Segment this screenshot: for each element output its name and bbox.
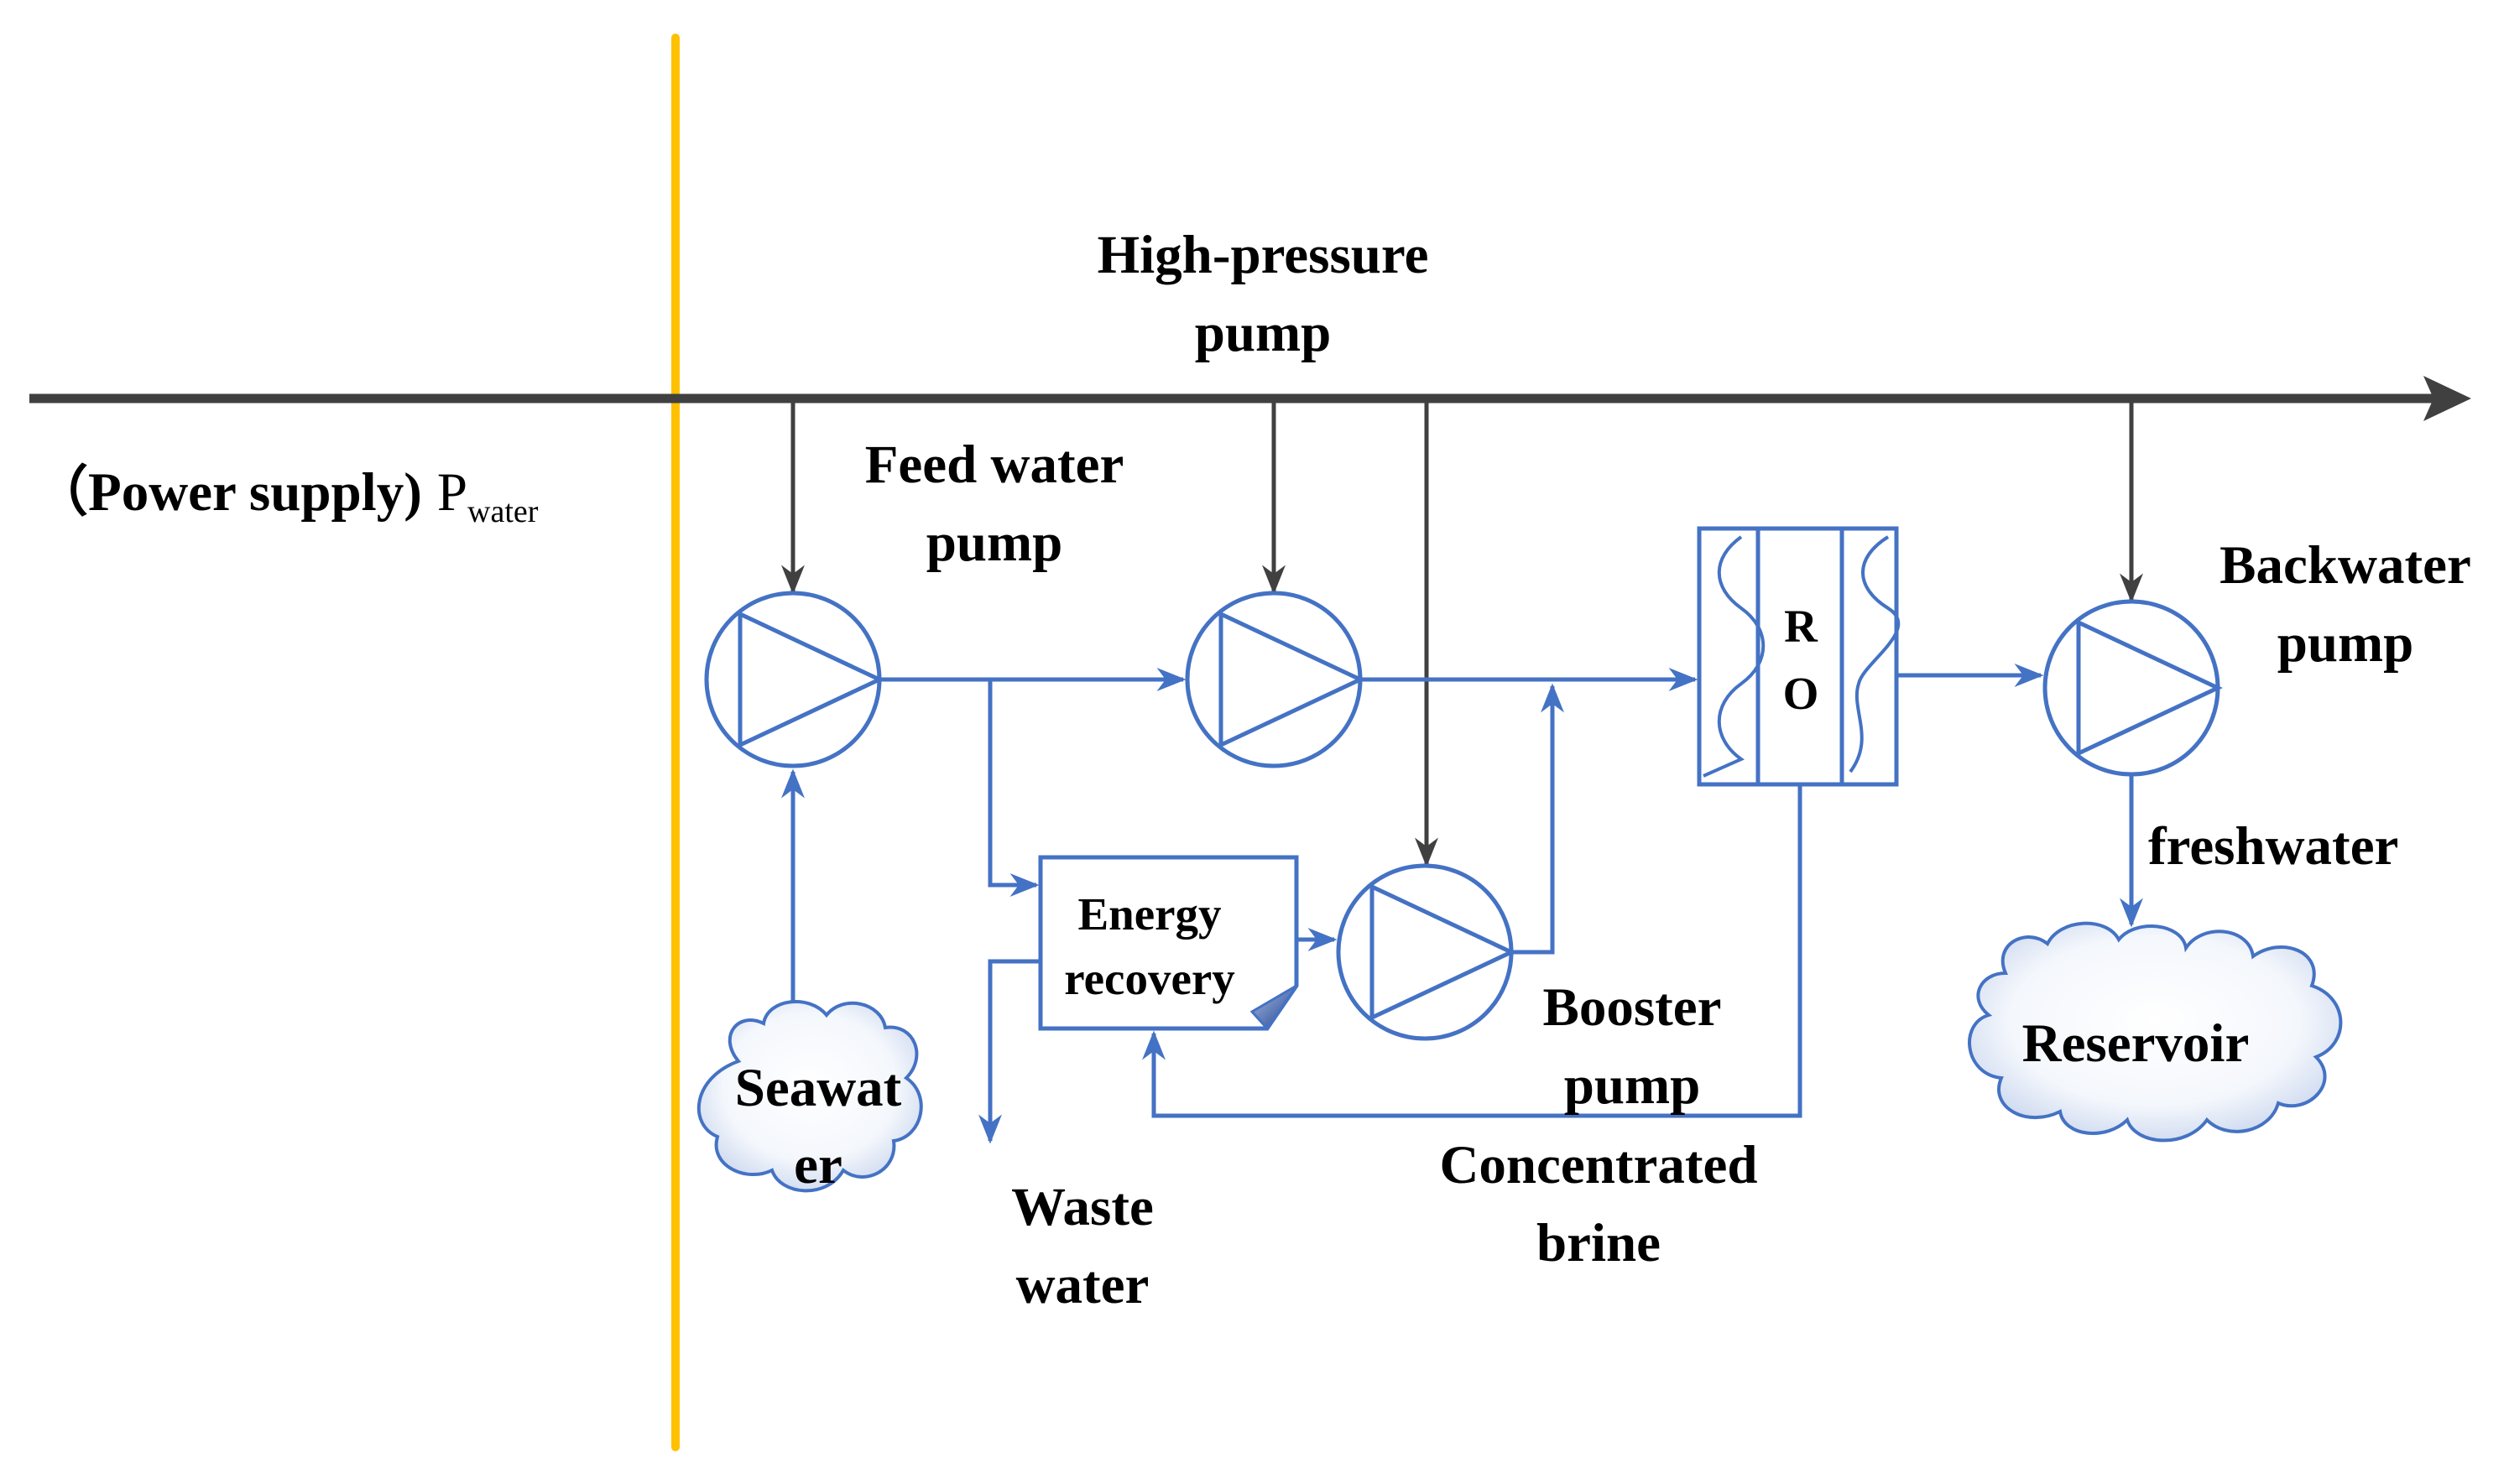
- seawater-label-line2: er: [794, 1135, 842, 1195]
- ro-label-line1: R: [1784, 601, 1818, 652]
- page-fold-icon: [1249, 984, 1298, 1031]
- feed-water-label-line1: Feed water: [865, 435, 1124, 495]
- backwater-label-line2: pump: [2277, 613, 2414, 674]
- seawater-cloud: [696, 1000, 923, 1193]
- waste-water-label-line2: water: [1016, 1255, 1150, 1315]
- energy-recovery-unit: [1038, 855, 1299, 1031]
- freshwater-label: freshwater: [2148, 816, 2398, 877]
- reservoir-label: Reservoir: [2022, 1013, 2250, 1074]
- ro-membrane: [1697, 526, 1901, 787]
- concentrated-brine-label-line2: brine: [1536, 1213, 1661, 1273]
- high-pressure-pump: [1185, 591, 1365, 768]
- backwater-pump: [2042, 599, 2223, 777]
- power-line-arrowhead: [2423, 376, 2471, 421]
- feed-water-pump: [704, 591, 884, 768]
- waste-water-label-line1: Waste: [1011, 1177, 1154, 1237]
- feed-water-label-line2: pump: [926, 513, 1063, 573]
- booster-label-line2: pump: [1564, 1055, 1701, 1116]
- seawater-label-line1: Seawat: [735, 1058, 902, 1118]
- booster-label-line1: Booster: [1543, 977, 1722, 1038]
- ro-label-line2: O: [1783, 668, 1819, 719]
- high-pressure-label-line2: pump: [1195, 303, 1332, 363]
- energy-recovery-label-line1: Energy: [1077, 888, 1221, 940]
- energy-recovery-label-line2: recovery: [1064, 953, 1235, 1004]
- high-pressure-label-line1: High-pressure: [1098, 225, 1429, 285]
- reservoir-cloud: [1968, 921, 2343, 1143]
- booster-pump: [1336, 863, 1516, 1041]
- flow-pipes: [781, 664, 2143, 1144]
- power-supply-label: （Power supply)Pwater: [34, 462, 539, 529]
- backwater-label-line1: Backwater: [2220, 535, 2471, 596]
- concentrated-brine-label-line1: Concentrated: [1439, 1135, 1757, 1195]
